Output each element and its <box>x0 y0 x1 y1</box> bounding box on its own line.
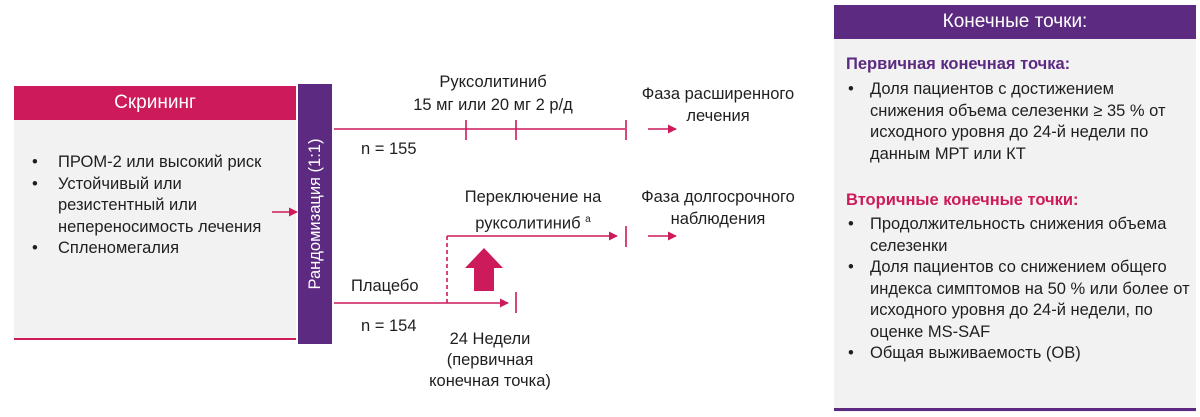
screening-criterion: Спленомегалия <box>28 238 290 260</box>
follow-up-phase-label-line1: Фаза долгосрочного <box>641 188 795 206</box>
secondary-endpoints-title: Вторичные конечные точки: <box>846 191 1079 209</box>
extension-phase-label-line1: Фаза расширенного <box>641 85 795 103</box>
screening-criteria-list: ПРОМ-2 или высокий риск Устойчивый или р… <box>28 152 290 260</box>
screening-box: Скрининг ПРОМ-2 или высокий риск Устойчи… <box>14 86 296 340</box>
screening-criterion: ПРОМ-2 или высокий риск <box>28 152 290 174</box>
screening-header: Скрининг <box>14 86 296 120</box>
ruxolitinib-n: n = 155 <box>361 140 417 158</box>
secondary-endpoint-item: Общая выживаемость (ОВ) <box>840 343 1190 365</box>
screening-bottom-rule <box>14 338 296 340</box>
randomization-bar <box>298 84 332 344</box>
primary-endpoint-item: Доля пациентов с достижением снижения об… <box>840 79 1190 165</box>
secondary-endpoints-list: Продолжительность снижения объема селезе… <box>840 214 1190 365</box>
extension-phase-label-line2: лечения <box>686 107 750 125</box>
secondary-endpoint-item: Доля пациентов со снижением общего индек… <box>840 257 1190 343</box>
placebo-n: n = 154 <box>361 317 417 335</box>
secondary-endpoint-item: Продолжительность снижения объема селезе… <box>840 214 1190 257</box>
placebo-label: Плацебо <box>351 277 419 295</box>
ruxolitinib-label: Руксолитиниб <box>439 73 547 91</box>
ruxolitinib-dose: 15 мг или 20 мг 2 р/д <box>413 96 573 114</box>
primary-endpoint-list: Доля пациентов с достижением снижения об… <box>840 79 1190 165</box>
follow-up-phase-label-line2: наблюдения <box>670 210 766 228</box>
crossover-up-arrow <box>465 248 503 291</box>
endpoints-box: Конечные точки: Первичная конечная точка… <box>834 5 1196 412</box>
crossover-label-line2: руксолитиниб a <box>475 214 591 233</box>
primary-endpoint-title: Первичная конечная точка: <box>846 55 1071 73</box>
week24-label-line1: 24 Недели <box>449 330 531 348</box>
screening-criterion: Устойчивый или резистентный или неперено… <box>28 174 290 239</box>
endpoints-header: Конечные точки: <box>834 5 1196 39</box>
crossover-label-line1: Переключение на <box>464 188 602 206</box>
week24-label-line2: (первичная <box>446 351 534 369</box>
endpoints-bottom-rule <box>834 408 1196 411</box>
week24-label-line3: конечная точка) <box>429 372 551 390</box>
